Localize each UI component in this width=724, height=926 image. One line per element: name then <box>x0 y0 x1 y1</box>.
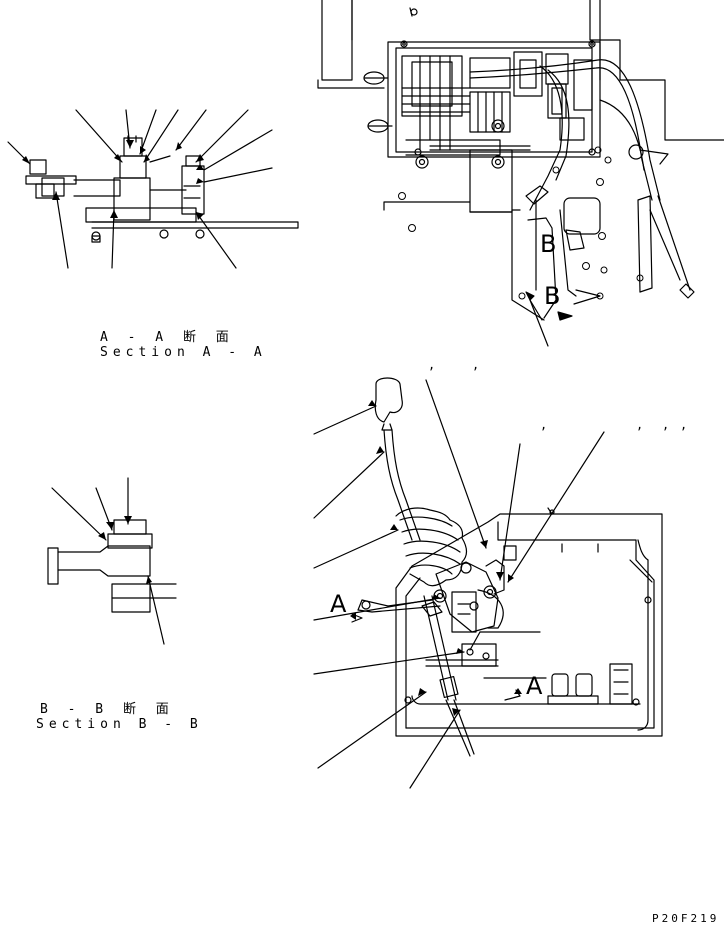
section-bb-drawing <box>47 477 177 645</box>
plan-view <box>317 0 724 347</box>
section-aa-label-en: Section A - A <box>100 345 267 360</box>
separator-comma: , <box>540 418 551 432</box>
section-bb-label-en: Section B - B <box>36 717 203 732</box>
separator-comma: , <box>428 358 439 372</box>
separator-comma: , <box>680 418 691 432</box>
separator-comma: , <box>662 418 673 432</box>
section-aa-label-jp: A - A 断 面 <box>100 330 235 345</box>
separator-comma: , <box>636 418 647 432</box>
separator-comma: , <box>472 358 483 372</box>
view-marker-b-upper: B <box>540 230 557 258</box>
figure-code: P20F219 <box>652 912 720 925</box>
view-marker-a-left: A <box>330 590 347 618</box>
view-marker-a-right: A <box>526 672 543 700</box>
section-aa-drawing <box>7 109 299 269</box>
lever-assembly-drawing <box>313 377 663 789</box>
view-marker-b-lower: B <box>544 282 561 310</box>
section-bb-label-jp: B - B 断 面 <box>40 702 175 717</box>
